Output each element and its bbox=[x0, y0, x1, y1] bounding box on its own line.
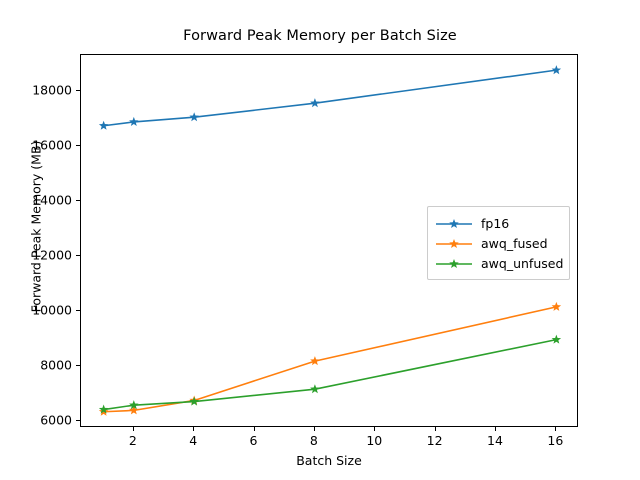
data-point-marker bbox=[129, 400, 139, 410]
legend-item-fp16[interactable]: fp16 bbox=[435, 213, 561, 233]
data-point-marker bbox=[98, 404, 109, 414]
chart-legend[interactable]: fp16 awq_fused awq_unfused bbox=[427, 206, 570, 280]
x-axis-tick-label: 14 bbox=[487, 433, 503, 448]
y-axis-tick-label: 6000 bbox=[40, 412, 72, 428]
data-point-marker bbox=[189, 396, 199, 406]
data-point-marker bbox=[189, 112, 199, 122]
y-axis-tick-mark bbox=[76, 310, 80, 312]
legend-item-awq_unfused[interactable]: awq_unfused bbox=[435, 253, 564, 273]
legend-label: awq_unfused bbox=[481, 255, 564, 271]
x-axis-tick-labels: 2 4 6 8 10 12 14 16 bbox=[80, 433, 578, 453]
data-point-marker bbox=[551, 65, 562, 75]
y-axis-tick-label: 14000 bbox=[32, 192, 72, 208]
x-axis-tick-mark bbox=[253, 427, 255, 431]
legend-line-marker-icon bbox=[435, 256, 473, 270]
x-axis-tick-mark bbox=[495, 427, 497, 431]
x-axis-tick-mark bbox=[193, 427, 195, 431]
y-axis-tick-mark bbox=[76, 199, 80, 201]
data-point-marker bbox=[129, 116, 139, 126]
y-axis-tick-label: 12000 bbox=[32, 247, 72, 263]
data-point-marker bbox=[551, 301, 562, 311]
y-axis-tick-mark bbox=[76, 144, 80, 146]
series-fp16 bbox=[98, 65, 562, 130]
x-axis-tick-label: 16 bbox=[547, 433, 564, 448]
data-point-marker bbox=[310, 384, 320, 394]
page-title: Forward Peak Memory per Batch Size bbox=[183, 28, 457, 44]
data-point-marker bbox=[310, 98, 320, 108]
x-axis-tick-label: 6 bbox=[249, 433, 258, 448]
series-line bbox=[102, 338, 558, 411]
y-axis-tick-label: 18000 bbox=[32, 82, 72, 98]
x-axis-tick-label: 4 bbox=[189, 433, 198, 448]
x-axis-tick-label: 8 bbox=[309, 433, 318, 448]
plot-svg bbox=[98, 65, 562, 416]
plot-area bbox=[80, 54, 578, 427]
y-axis-tick-labels: 6000 8000 10000 12000 14000 16000 18000 bbox=[0, 54, 72, 427]
data-point-marker bbox=[551, 334, 562, 344]
data-point-marker bbox=[310, 356, 320, 366]
y-axis-tick-label: 16000 bbox=[32, 137, 72, 153]
y-axis-tick-mark bbox=[76, 420, 80, 422]
legend-line-marker-icon bbox=[435, 216, 473, 230]
x-axis-tick-label: 10 bbox=[366, 433, 383, 448]
legend-line-marker-icon bbox=[435, 236, 473, 250]
legend-item-awq_fused[interactable]: awq_fused bbox=[435, 233, 561, 253]
legend-label: awq_fused bbox=[481, 235, 548, 251]
y-axis-tick-label: 8000 bbox=[40, 357, 72, 373]
y-axis-tick-mark bbox=[76, 89, 80, 91]
x-axis-tick-mark bbox=[374, 427, 376, 431]
data-point-marker bbox=[98, 120, 109, 130]
x-axis-tick-label: 2 bbox=[128, 433, 137, 448]
y-axis-tick-label: 10000 bbox=[32, 302, 72, 318]
series-awq_fused bbox=[98, 301, 562, 416]
data-point-marker bbox=[129, 405, 139, 415]
x-axis-tick-mark bbox=[434, 427, 436, 431]
y-axis-tick-mark bbox=[76, 254, 80, 257]
series-line bbox=[102, 69, 558, 127]
y-axis-tick-marks bbox=[0, 54, 80, 427]
x-axis-tick-mark bbox=[555, 427, 557, 431]
series-awq_unfused bbox=[98, 334, 562, 414]
legend-label: fp16 bbox=[481, 215, 510, 231]
x-axis-tick-label: 12 bbox=[426, 433, 443, 448]
x-axis-tick-mark bbox=[132, 427, 134, 431]
y-axis-tick-mark bbox=[76, 365, 80, 367]
series-line bbox=[102, 306, 558, 413]
x-axis-tick-mark bbox=[313, 427, 315, 431]
x-axis-label: Batch Size bbox=[296, 453, 362, 468]
